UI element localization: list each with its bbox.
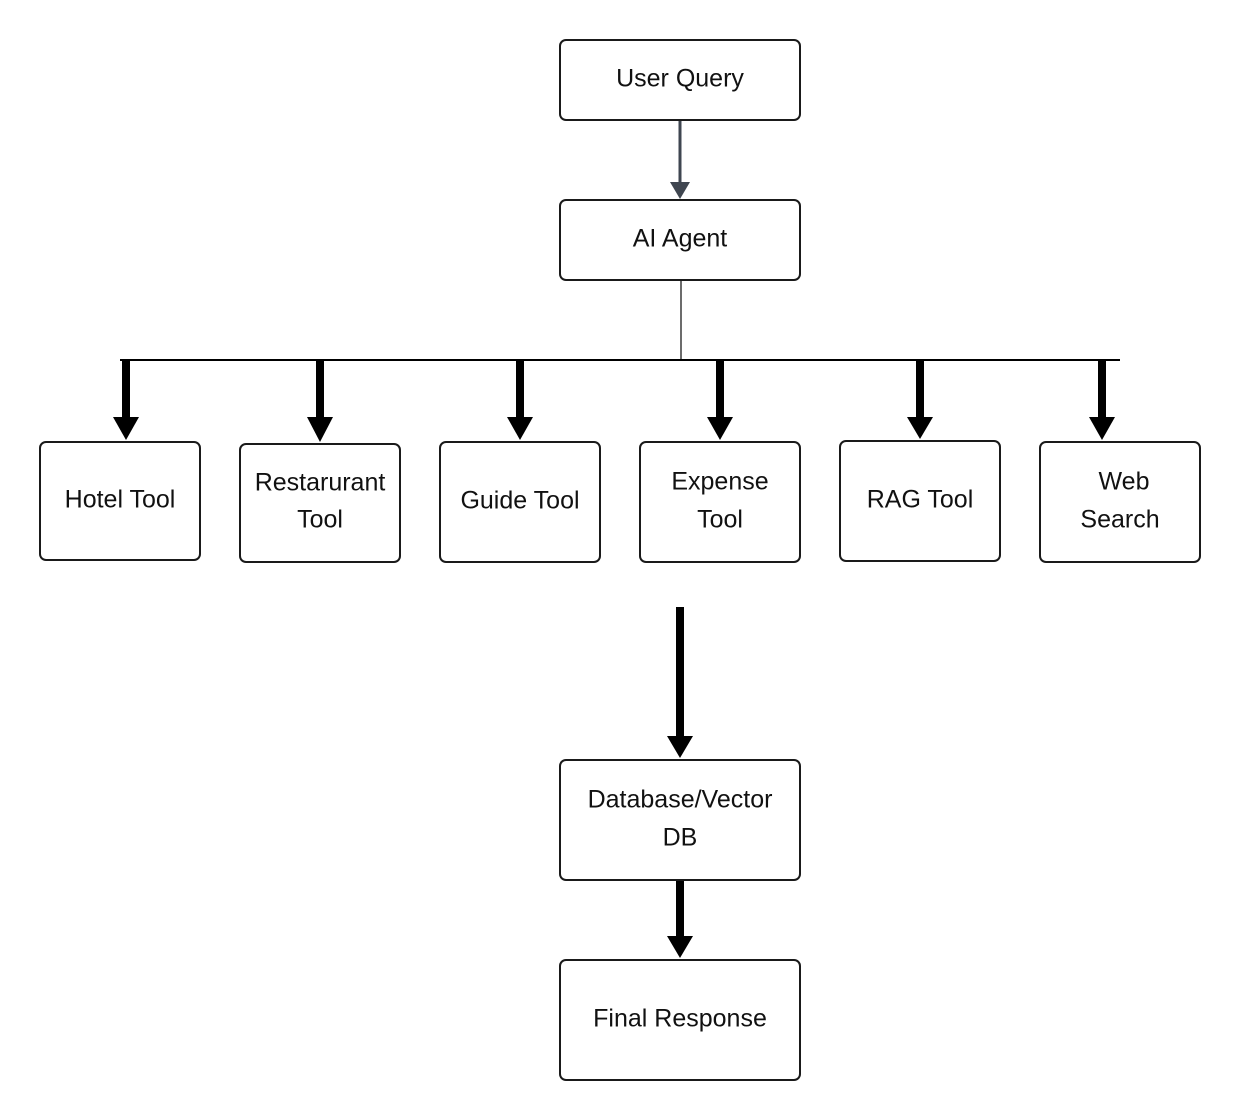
arrow-to-rag-tool bbox=[907, 360, 933, 439]
node-user-query-label: User Query bbox=[616, 65, 744, 93]
node-web-search-label-line2: Search bbox=[1080, 506, 1159, 534]
node-expense-tool-label-line1: Expense bbox=[671, 468, 768, 496]
arrow-to-hotel-tool bbox=[113, 360, 139, 440]
node-web-search: Web Search bbox=[1039, 441, 1201, 563]
arrowhead-ai-agent bbox=[670, 182, 690, 199]
node-restaurant-tool-label-line2: Tool bbox=[297, 506, 343, 534]
node-final-response: Final Response bbox=[559, 959, 801, 1081]
arrow-to-expense-tool bbox=[707, 360, 733, 440]
node-ai-agent: AI Agent bbox=[559, 199, 801, 281]
arrow-to-web-search bbox=[1089, 360, 1115, 440]
node-expense-tool: Expense Tool bbox=[639, 441, 801, 563]
connectors bbox=[113, 121, 1120, 958]
node-database: Database/Vector DB bbox=[559, 759, 801, 881]
node-user-query: User Query bbox=[559, 39, 801, 121]
node-rag-tool: RAG Tool bbox=[839, 440, 1001, 562]
node-restaurant-tool-label-line1: Restarurant bbox=[255, 469, 386, 497]
node-hotel-tool-label: Hotel Tool bbox=[65, 486, 176, 514]
node-web-search-label-line1: Web bbox=[1099, 468, 1150, 496]
node-database-label-line2: DB bbox=[663, 824, 698, 852]
node-expense-tool-label-line2: Tool bbox=[697, 506, 743, 534]
arrow-to-database bbox=[667, 607, 693, 758]
node-rag-tool-label: RAG Tool bbox=[867, 486, 974, 514]
node-hotel-tool: Hotel Tool bbox=[39, 441, 201, 561]
node-guide-tool: Guide Tool bbox=[439, 441, 601, 563]
arrow-to-guide-tool bbox=[507, 360, 533, 440]
node-database-label-line1: Database/Vector bbox=[588, 786, 773, 814]
arrow-to-restaurant-tool bbox=[307, 360, 333, 442]
node-final-response-label: Final Response bbox=[593, 1005, 767, 1033]
node-ai-agent-label: AI Agent bbox=[633, 225, 728, 253]
node-guide-tool-label: Guide Tool bbox=[460, 487, 579, 515]
node-restaurant-tool: Restarurant Tool bbox=[239, 443, 401, 563]
arrow-to-final-response bbox=[667, 881, 693, 958]
